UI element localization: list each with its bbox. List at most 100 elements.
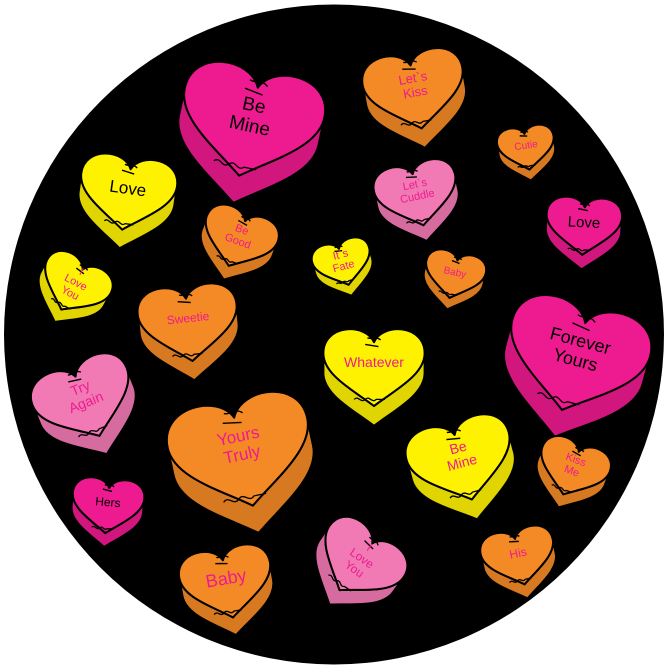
heart-message: Hers xyxy=(95,494,121,510)
heart-top xyxy=(545,195,624,256)
heart-top xyxy=(322,328,426,408)
heart-side-squiggle xyxy=(509,577,532,584)
heart-top xyxy=(71,476,146,535)
heart-top xyxy=(310,236,371,286)
heart-notch-sketch xyxy=(222,410,244,425)
heart-side-squiggle xyxy=(103,219,134,226)
heart-notch-sketch xyxy=(244,79,269,96)
heart-side-squiggle xyxy=(405,217,432,224)
heart-top xyxy=(496,123,555,171)
heart-message: Love xyxy=(108,176,147,200)
heart-top xyxy=(425,248,487,299)
heart-notch-sketch xyxy=(577,203,591,212)
heart-side-squiggle xyxy=(223,492,267,503)
heart-notch-sketch xyxy=(237,215,251,226)
heart-notch-sketch xyxy=(334,245,343,253)
heart-top xyxy=(324,515,409,592)
candy-heart-kiss-me: KissMe xyxy=(535,435,612,509)
candy-heart-baby-small: Baby xyxy=(422,248,487,311)
heart-message: Cutie xyxy=(514,139,539,153)
heart-side-squiggle xyxy=(50,298,71,310)
heart-notch-sketch xyxy=(402,60,418,70)
heart-top xyxy=(80,152,179,231)
heart-message: His xyxy=(508,545,528,562)
heart-notch-sketch xyxy=(572,446,585,457)
heart-message: BeMine xyxy=(227,91,276,141)
heart-notch-sketch xyxy=(177,293,193,304)
heart-top xyxy=(29,352,130,437)
heart-message: Sweetie xyxy=(166,309,210,327)
heart-side-squiggle xyxy=(91,525,114,530)
candy-heart-i-love-you-pink: ILoveYou xyxy=(314,515,409,606)
heart-notch-sketch xyxy=(121,163,138,175)
candy-heart-be-mine-yellow: BeMine xyxy=(404,413,516,521)
candy-heart-love-yellow: Love xyxy=(77,152,179,250)
heart-side-squiggle xyxy=(551,484,573,494)
candy-heart-love-magenta: Love xyxy=(544,195,624,271)
candy-heart-lets-kiss: Let`sKiss xyxy=(361,47,467,149)
heart-notch-sketch xyxy=(519,130,529,137)
candy-heart-yours-truly: YoursTruly xyxy=(165,390,315,534)
heart-notch-sketch xyxy=(215,555,229,565)
heart-message: Baby xyxy=(443,265,468,280)
heart-message: KissMe xyxy=(560,451,588,481)
candy-heart-try-again: TryAgain xyxy=(29,352,137,456)
candy-heart-i-love-you-yellow: ILoveYou xyxy=(37,249,114,323)
heart-side-squiggle xyxy=(449,489,482,499)
candy-heart-be-good: BeGood xyxy=(199,203,280,281)
heart-notch-sketch xyxy=(102,483,115,493)
heart-notch-sketch xyxy=(446,429,462,441)
heart-notch-sketch xyxy=(509,534,520,543)
heart-notch-sketch xyxy=(75,264,89,275)
candy-heart-hers: Hers xyxy=(70,476,146,549)
heart-message: Whatever xyxy=(344,354,404,370)
heart-top xyxy=(165,390,309,507)
heart-top xyxy=(479,524,554,586)
heart-top xyxy=(540,435,612,496)
heart-message: It`sFate xyxy=(328,246,356,275)
heart-side-squiggle xyxy=(517,164,536,169)
heart-side-squiggle xyxy=(213,609,242,616)
heart-top xyxy=(372,158,457,227)
candy-heart-whatever: Whatever xyxy=(322,328,426,427)
heart-notch-sketch xyxy=(365,337,382,348)
heart-side-squiggle xyxy=(172,352,203,358)
heart-message: Love xyxy=(567,213,600,232)
heart-top xyxy=(183,60,327,177)
heart-top xyxy=(44,249,114,311)
candy-heart-its-fate: It`sFate xyxy=(310,236,374,297)
candy-heart-lets-cuddle: Let`sCuddle xyxy=(372,158,460,243)
heart-message: BeMine xyxy=(441,436,479,474)
heart-top xyxy=(136,282,238,362)
heart-top xyxy=(361,47,464,130)
heart-top xyxy=(178,543,272,619)
heart-top xyxy=(404,413,511,501)
heart-notch-sketch xyxy=(405,169,418,179)
heart-side-squiggle xyxy=(328,574,352,592)
candy-heart-his: His xyxy=(479,524,557,600)
candy-heart-forever-yours: ForeverYours xyxy=(502,294,653,438)
candy-heart-be-mine-large: BeMine xyxy=(177,60,327,204)
heart-side-squiggle xyxy=(78,424,108,438)
heart-side-squiggle xyxy=(216,255,239,265)
heart-notch-sketch xyxy=(364,536,379,550)
heart-message: Let`sKiss xyxy=(397,68,431,102)
heart-side-squiggle xyxy=(567,247,591,252)
candy-heart-sweetie: Sweetie xyxy=(136,282,240,382)
candy-heart-baby-large: Baby xyxy=(178,543,275,637)
candy-heart-cutie: Cutie xyxy=(496,123,557,182)
heart-top xyxy=(510,294,653,411)
heart-notch-sketch xyxy=(572,314,596,332)
heart-notch-sketch xyxy=(451,256,463,265)
heart-top xyxy=(204,203,280,267)
heart-notch-sketch xyxy=(67,370,82,383)
heart-side-squiggle xyxy=(213,159,257,171)
heart-side-squiggle xyxy=(438,290,457,296)
heart-side-squiggle xyxy=(400,119,432,126)
heart-side-squiggle xyxy=(537,392,580,406)
heart-side-squiggle xyxy=(353,397,386,402)
heart-side-squiggle xyxy=(335,278,354,285)
